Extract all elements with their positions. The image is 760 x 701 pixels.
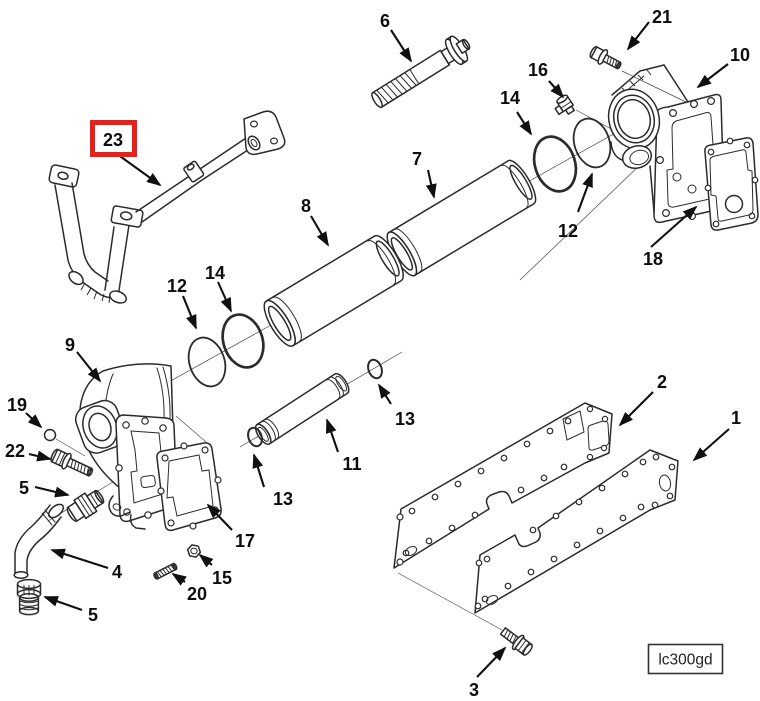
- part-seal-ring-left: [187, 336, 227, 388]
- callout-10: 10: [696, 45, 750, 89]
- part-o-ring-left: [221, 313, 265, 369]
- svg-text:14: 14: [205, 263, 225, 283]
- svg-text:20: 20: [187, 584, 207, 604]
- part-cooler-cover-housing: [607, 64, 725, 224]
- callout-21: 21: [626, 7, 672, 51]
- callout-1: 1: [692, 408, 741, 462]
- callout-11: 11: [325, 418, 362, 474]
- part-bolt-22: [50, 448, 94, 477]
- svg-text:23: 23: [103, 130, 123, 150]
- svg-text:15: 15: [212, 568, 232, 588]
- callout-4: 4: [50, 548, 122, 582]
- svg-text:5: 5: [88, 605, 98, 625]
- callout-6: 6: [380, 11, 412, 63]
- callout-19: 19: [7, 395, 43, 429]
- part-rear-plate-gasket: [474, 449, 679, 614]
- part-o-ring-small-right: [367, 358, 383, 380]
- svg-text:7: 7: [412, 149, 422, 169]
- callout-5-lower: 5: [43, 596, 98, 625]
- part-check-ball: [43, 428, 57, 442]
- part-cover-gasket: [704, 137, 759, 231]
- svg-text:16: 16: [528, 60, 548, 80]
- callout-3: 3: [469, 646, 507, 700]
- part-o-ring-small-left: [247, 426, 263, 448]
- svg-text:12: 12: [167, 276, 187, 296]
- part-cooler-element-tube-7: [386, 159, 537, 277]
- part-cooler-element-tube-8: [263, 234, 404, 347]
- svg-text:13: 13: [395, 409, 415, 429]
- part-plug-fitting-upper: [66, 489, 105, 522]
- callout-12-right: 12: [558, 172, 593, 241]
- part-nut: [186, 544, 202, 558]
- callout-2: 2: [618, 372, 667, 427]
- part-elbow-fitting: [554, 94, 576, 116]
- part-side-cover-gasket: [156, 442, 222, 532]
- callout-20: 20: [171, 572, 207, 604]
- svg-text:5: 5: [19, 478, 29, 498]
- svg-text:9: 9: [65, 335, 75, 355]
- callout-17: 17: [206, 503, 255, 551]
- part-mounting-bolt: [371, 35, 471, 109]
- svg-text:2: 2: [657, 372, 667, 392]
- part-support-bracket: [48, 110, 286, 304]
- svg-text:21: 21: [652, 7, 672, 27]
- svg-text:6: 6: [380, 11, 390, 31]
- svg-text:11: 11: [342, 454, 361, 474]
- part-seal-ring-right: [572, 117, 612, 169]
- svg-text:3: 3: [469, 680, 479, 700]
- callout-22: 22: [5, 441, 52, 462]
- figure-code-box: lc300gd: [647, 643, 724, 675]
- callout-12-left: 12: [167, 276, 197, 330]
- svg-text:19: 19: [7, 395, 27, 415]
- part-elbow-drain-tube: [13, 503, 65, 579]
- svg-text:17: 17: [235, 531, 255, 551]
- svg-text:1: 1: [731, 408, 741, 428]
- callout-14-left: 14: [205, 263, 232, 313]
- svg-text:8: 8: [301, 196, 311, 216]
- svg-text:12: 12: [558, 221, 578, 241]
- highlight-box: [90, 120, 137, 157]
- callouts: 1 2 3 4 5 5 6 7: [5, 7, 750, 700]
- callout-15: 15: [198, 553, 232, 588]
- callout-13-right: 13: [378, 383, 415, 429]
- part-stud: [153, 562, 178, 580]
- callout-8: 8: [301, 196, 329, 247]
- callout-9: 9: [65, 335, 102, 383]
- callout-16: 16: [528, 60, 565, 99]
- svg-text:14: 14: [500, 88, 520, 108]
- callout-14-right: 14: [500, 88, 532, 136]
- part-bolt-3: [499, 627, 533, 656]
- figure-code-label: lc300gd: [658, 652, 712, 669]
- callout-13-left: 13: [252, 453, 293, 509]
- part-bolt-21: [589, 45, 622, 70]
- svg-text:4: 4: [112, 562, 122, 582]
- part-front-plate-gasket: [393, 402, 613, 569]
- callout-5-upper: 5: [19, 478, 70, 498]
- callout-18: 18: [643, 205, 698, 269]
- part-transfer-tube: [254, 372, 350, 446]
- svg-text:13: 13: [273, 489, 293, 509]
- callout-7: 7: [412, 149, 437, 199]
- part-o-ring-right: [532, 135, 578, 193]
- construction-lines: [47, 70, 689, 631]
- callout-23-highlighted: 23: [90, 120, 162, 187]
- svg-text:22: 22: [5, 441, 25, 461]
- part-plug-fitting-lower: [16, 578, 42, 616]
- svg-text:18: 18: [643, 249, 663, 269]
- svg-text:10: 10: [730, 45, 750, 65]
